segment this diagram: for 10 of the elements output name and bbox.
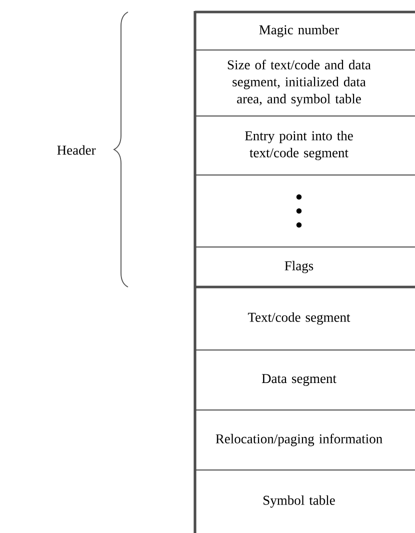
segment-row: Symbol table (264, 495, 335, 508)
segment-row: Entry point into the text/code segment (245, 130, 353, 160)
brace-label: Header (57, 145, 96, 155)
segment-row: Size of text/code and data segment, initialized data area, and symbol table (228, 60, 371, 106)
ellipsis-row (296, 194, 302, 228)
segment-row: Text/code segment (248, 312, 350, 325)
segment-row: Relocation/paging information (216, 434, 382, 446)
segment-row: Data segment (262, 374, 336, 386)
segment-row: Magic number (259, 24, 339, 38)
segment-row: Flags (284, 260, 314, 274)
